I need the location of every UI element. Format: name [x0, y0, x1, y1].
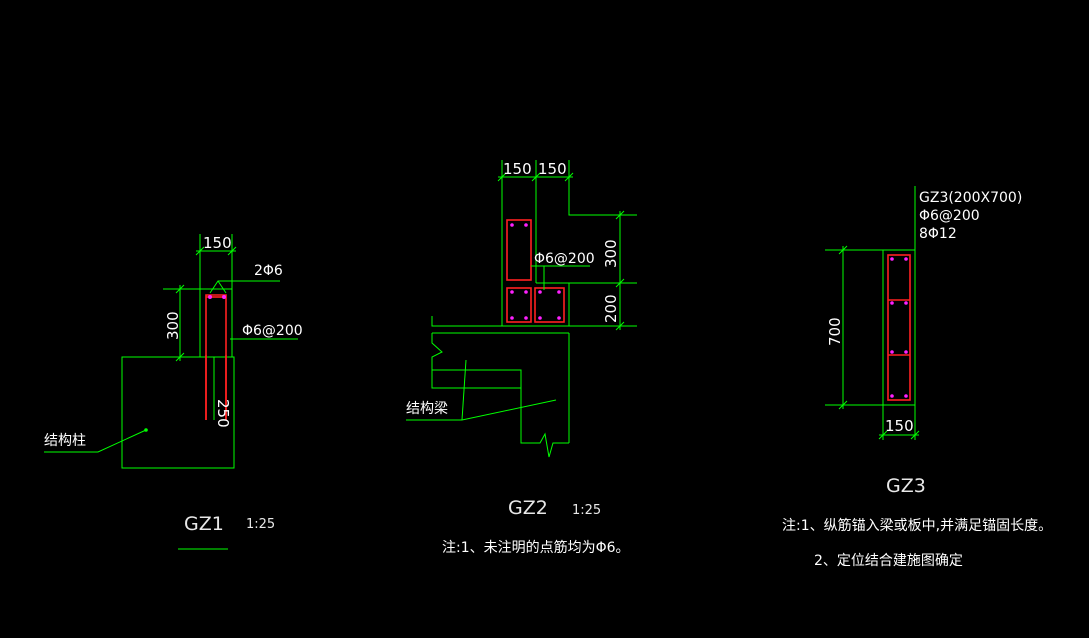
gz3-note-line1: 注:1、纵筋锚入梁或板中,并满足锚固长度。: [782, 517, 1052, 534]
gz3-spec-line1: GZ3(200X700): [919, 190, 1022, 206]
gz3-rebar-cage: [887, 254, 911, 401]
gz2-beam-break-left: [431, 333, 521, 389]
gz2-rebar-dot: [524, 290, 528, 294]
gz3-rebar-dot: [904, 257, 908, 261]
gz1-dim-tick: [195, 246, 205, 256]
gz2-rebar-horizontal: [534, 287, 565, 323]
gz3-rebar-dot: [890, 301, 894, 305]
gz1-stirrup-label: Φ6@200: [242, 323, 303, 339]
gz3-rebar-dot: [904, 394, 908, 398]
gz2-dim-tick: [497, 172, 507, 182]
gz1-rebar-leader: [209, 280, 280, 294]
gz3-title: GZ3: [886, 475, 926, 497]
gz1-dim-height: 300: [164, 311, 182, 340]
gz1-rebar-dot: [222, 295, 226, 299]
gz2-dim-tick: [615, 321, 625, 331]
gz1-dim-tick: [175, 352, 185, 362]
gz2-stirrup-leader: [531, 265, 545, 290]
gz2-dim-tick: [531, 172, 541, 182]
gz2-scale: 1:25: [572, 503, 601, 518]
gz2-rebar-dot: [524, 223, 528, 227]
gz2-rebar-dot: [510, 316, 514, 320]
gz2-title: GZ2: [508, 497, 548, 519]
gz2-rebar-dot: [538, 316, 542, 320]
gz3-dim-tick: [838, 400, 848, 410]
gz3-column-outline: [882, 249, 916, 406]
gz3-dim-height: 700: [826, 317, 844, 346]
gz2-rebar-dot: [557, 316, 561, 320]
gz1-title: GZ1: [184, 513, 224, 535]
gz3-spec-line3: 8Φ12: [919, 226, 957, 242]
gz2-dim-right-upper: 300: [602, 239, 620, 268]
gz1-detail: 150 300 250 2Φ6 Φ6@200 结构柱 GZ1 1:25: [44, 234, 303, 550]
gz1-rebar-dot: [208, 295, 212, 299]
gz3-rebar-dot: [904, 301, 908, 305]
gz1-dim-tick: [175, 284, 185, 294]
gz2-stirrup-label: Φ6@200: [534, 251, 595, 267]
gz1-dim-tick: [227, 246, 237, 256]
gz3-rebar-dot: [904, 350, 908, 354]
gz2-detail: 150 150 300 200 Φ6@200 结构梁 GZ2 1:25: [406, 160, 637, 556]
gz3-dim-tick: [878, 430, 888, 440]
gz3-dim-width: 150: [885, 417, 914, 435]
gz1-leader-dot: [144, 428, 148, 432]
gz1-column-label: 结构柱: [44, 433, 86, 449]
gz1-scale: 1:25: [246, 517, 275, 532]
gz2-rebar-vertical: [506, 219, 532, 281]
gz2-beam-outline: [432, 369, 569, 458]
gz1-dim-width: 150: [203, 234, 232, 252]
gz3-rebar-dot: [890, 257, 894, 261]
gz3-rebar-dot: [890, 394, 894, 398]
gz2-rebar-dot: [557, 290, 561, 294]
gz1-column-leader: [44, 429, 147, 453]
gz3-dim-tick: [910, 430, 920, 440]
gz2-note: 注:1、未注明的点筋均为Φ6。: [442, 539, 630, 556]
gz1-dim-embed: 250: [214, 399, 232, 428]
gz2-dim-tick: [615, 210, 625, 220]
gz2-rebar-dot: [510, 290, 514, 294]
gz1-rebar-leader: [217, 280, 227, 294]
gz2-rebar-dot: [524, 316, 528, 320]
gz3-note-line2: 2、定位结合建施图确定: [814, 553, 963, 569]
gz1-column-outline: [199, 288, 233, 358]
gz3-spec-line2: Φ6@200: [919, 208, 980, 224]
gz2-dim-top-left: 150: [503, 160, 532, 178]
gz2-rebar-corner: [506, 287, 532, 323]
gz3-dim-tick: [838, 245, 848, 255]
gz2-beam-label: 结构梁: [406, 401, 448, 417]
gz2-dim-right-lower: 200: [602, 294, 620, 323]
gz2-beam-leader: [461, 359, 467, 421]
gz2-rebar-dot: [538, 290, 542, 294]
gz2-wall-top-right: [568, 168, 637, 216]
gz3-rebar-dot: [890, 350, 894, 354]
gz2-wall-left: [431, 160, 503, 327]
gz1-rebar-label: 2Φ6: [254, 263, 283, 279]
gz2-rebar-dot: [510, 223, 514, 227]
gz2-dim-tick: [564, 172, 574, 182]
gz3-detail: GZ3(200X700) Φ6@200 8Φ12 700 150 GZ3 注:1…: [782, 186, 1052, 569]
gz2-dim-top-right: 150: [538, 160, 567, 178]
